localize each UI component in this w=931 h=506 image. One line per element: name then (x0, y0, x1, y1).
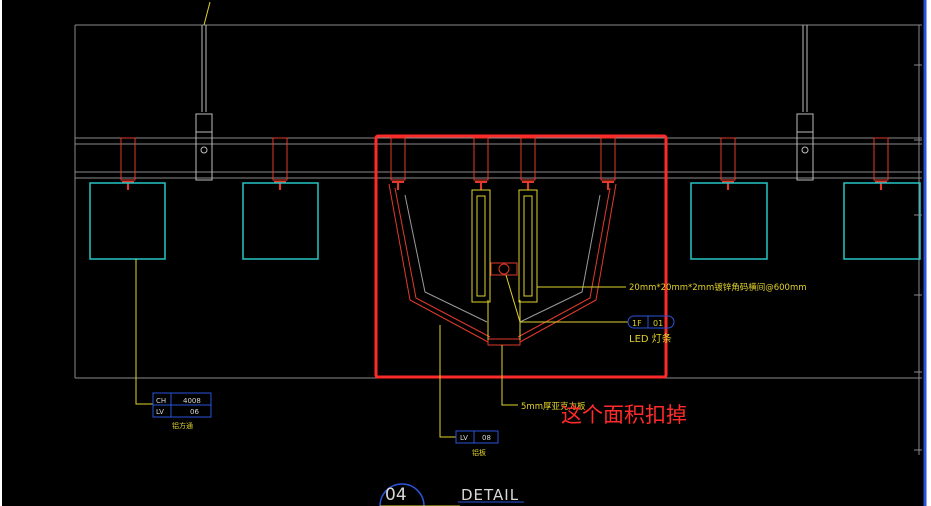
fixture-tag: 1F 01 (627, 315, 675, 329)
frame-lines (74, 24, 922, 455)
tag-mid-table (455, 430, 499, 444)
deduction-highlight-box (374, 134, 668, 379)
ruler-ticks (914, 64, 922, 451)
plate-label: 5mm厚亚克力板 (521, 401, 586, 412)
light-trough-shell (388, 183, 617, 346)
deduction-remark: 这个面积扣掉 (561, 403, 687, 427)
tag-left-lv-key: LV (156, 408, 164, 416)
leader-top (203, 1, 211, 26)
tag-left-ch-key: CH (156, 397, 166, 405)
led-fixture (490, 262, 518, 276)
red-clip-heads (122, 181, 887, 190)
tag-mid-lv-value: 08 (482, 434, 491, 442)
tag-left-caption: 铝方通 (172, 421, 193, 430)
detail-title-block (379, 483, 524, 506)
tag-mid-lv-key: LV (460, 434, 468, 442)
angle-brackets (471, 189, 538, 340)
hanger-left (195, 25, 213, 181)
red-clips (120, 137, 889, 181)
led-label: LED 灯条 (629, 332, 672, 345)
tag-left-table (152, 392, 212, 418)
leader-lines (135, 259, 628, 438)
fixture-tag-floor: 1F (632, 319, 642, 328)
keel-spec-label: 20mm*20mm*2mm镀锌角码横间@600mm (629, 282, 807, 293)
detail-title: DETAIL (461, 486, 519, 504)
tag-left-lv-value: 06 (190, 408, 199, 416)
hanger-right (796, 25, 814, 181)
tag-mid-caption: 铝板 (472, 448, 486, 457)
detail-number: 04 (385, 485, 407, 505)
aluminium-tubes (89, 182, 921, 260)
fixture-tag-number: 01 (653, 319, 663, 328)
tag-left-ch-value: 4008 (183, 397, 201, 405)
light-trough-lining (404, 194, 601, 323)
